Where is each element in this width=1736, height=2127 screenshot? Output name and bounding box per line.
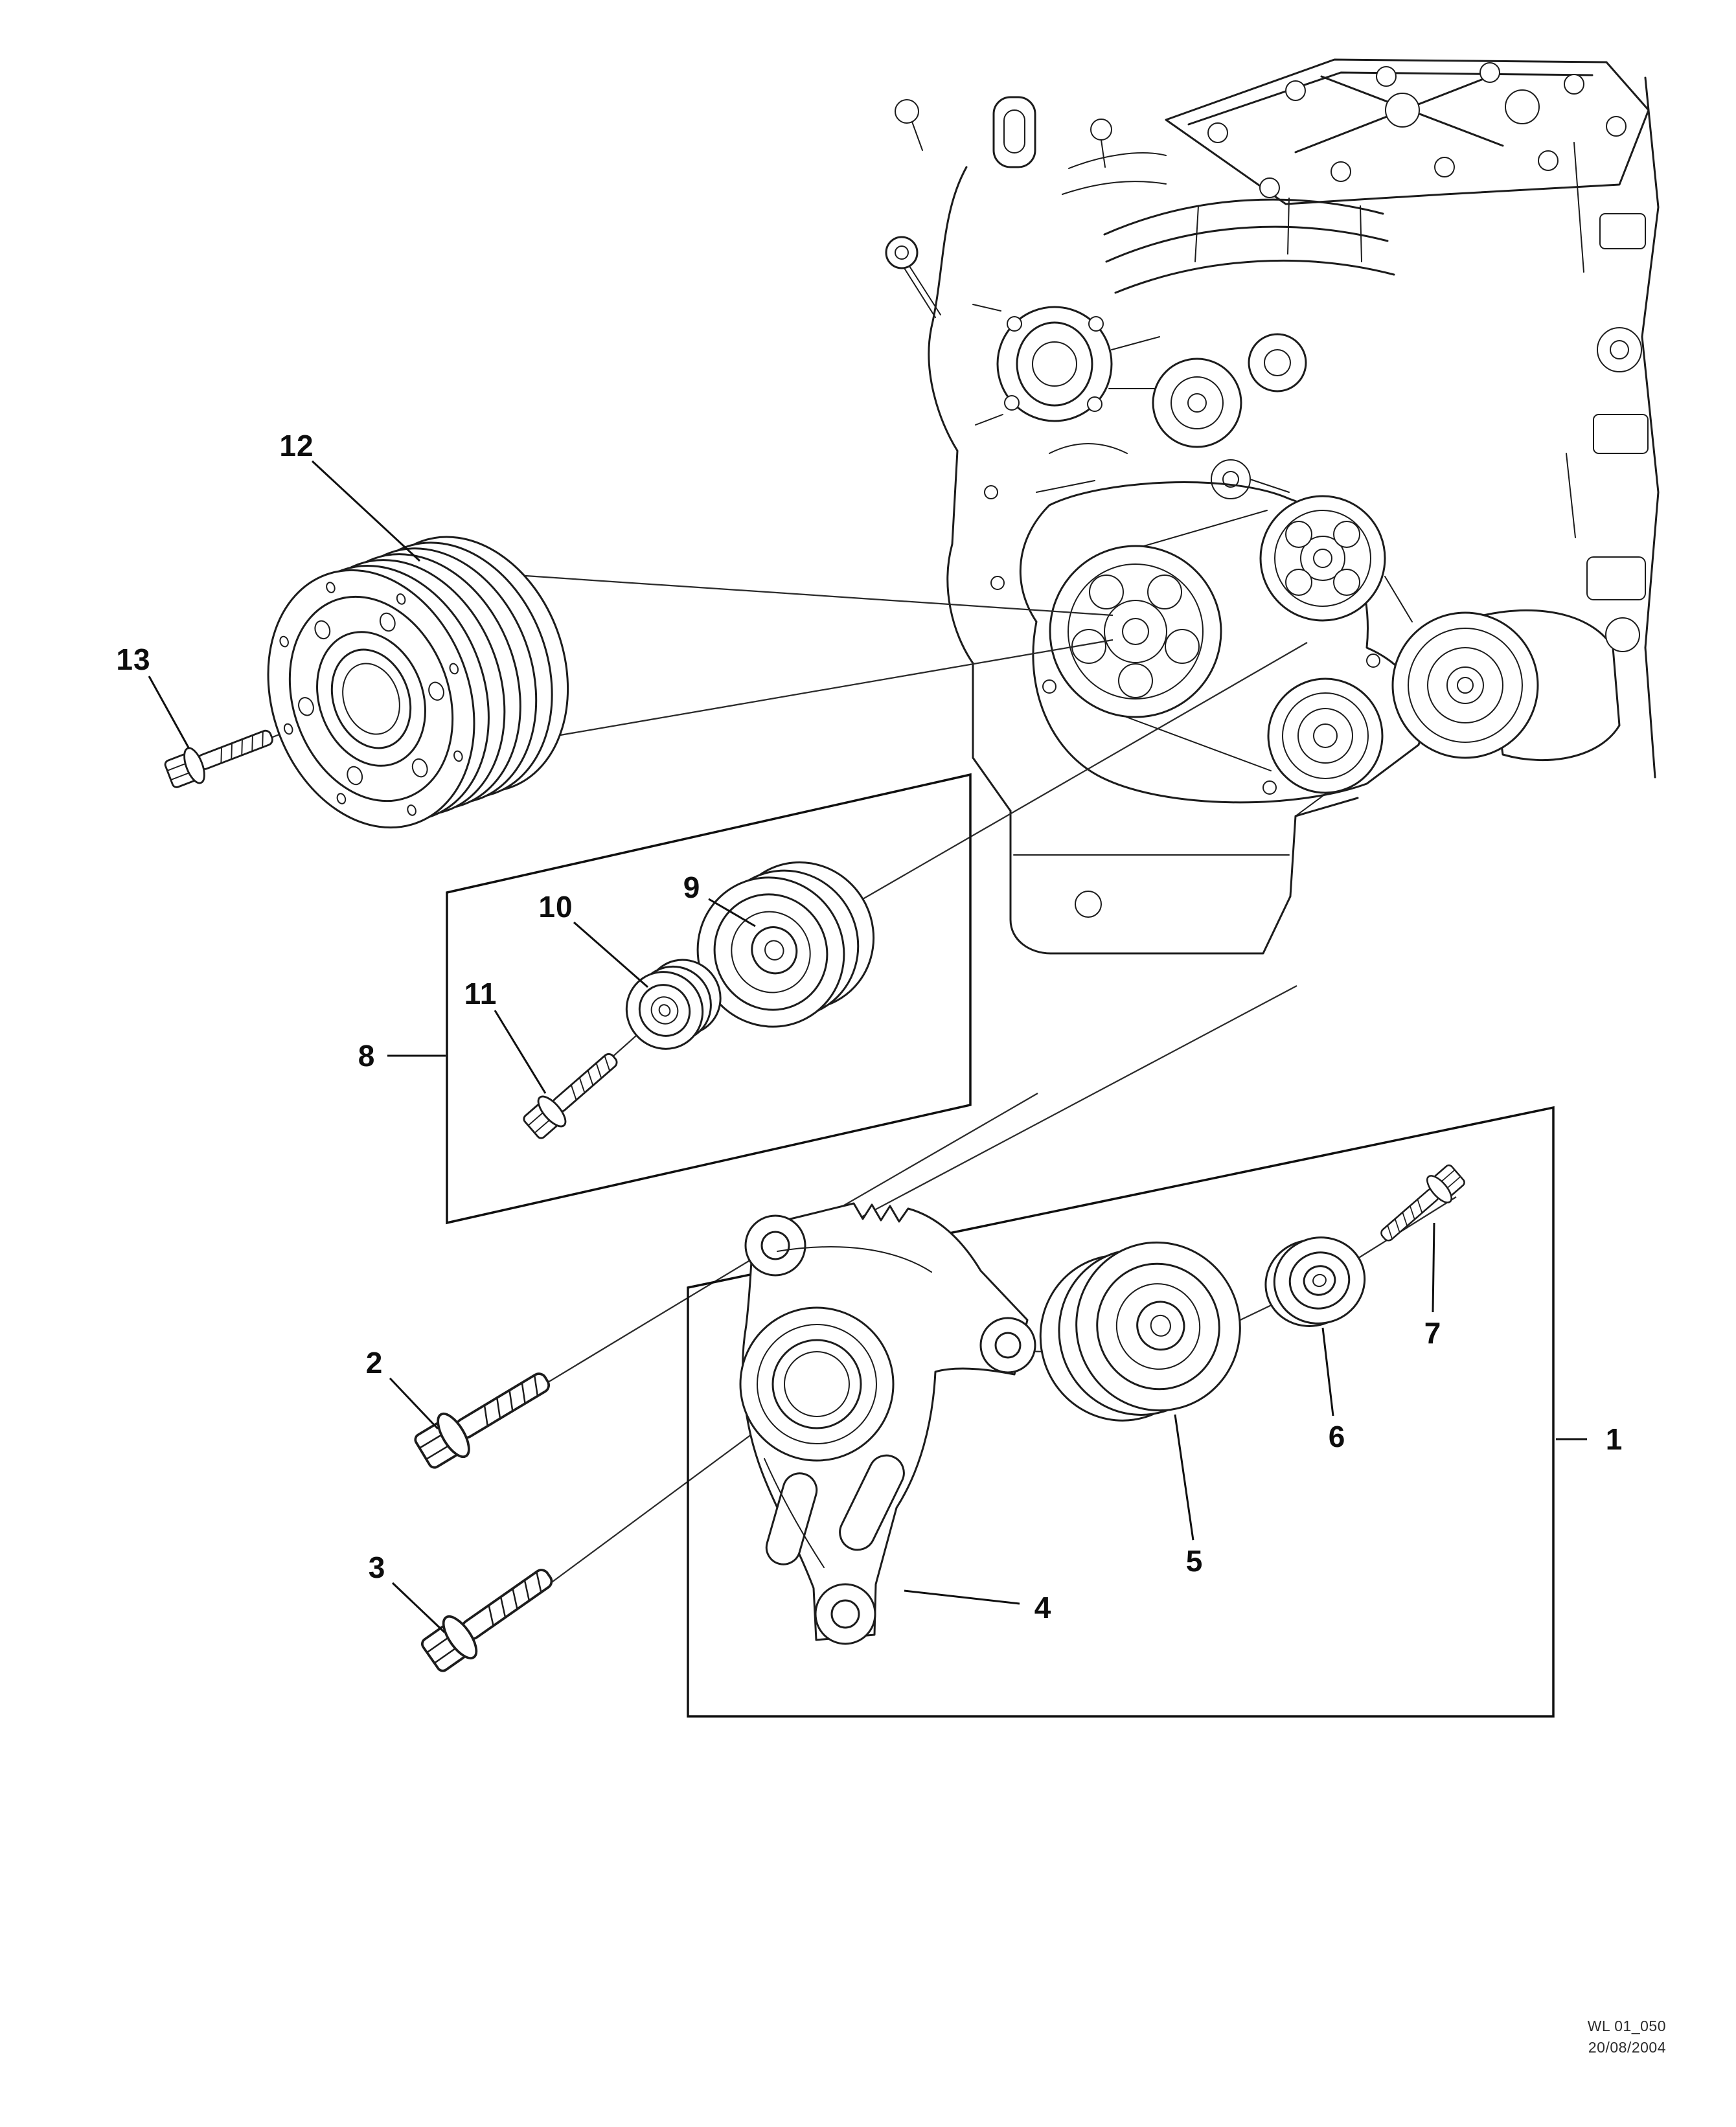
flange-bolt-3 bbox=[415, 1554, 564, 1679]
drawing-reference: WL 01_050 20/08/2004 bbox=[1552, 2016, 1666, 2059]
leader-line-4 bbox=[904, 1589, 1020, 1605]
leader-line-5 bbox=[1174, 1414, 1194, 1541]
tensioner-bracket-4 bbox=[739, 1202, 1036, 1645]
tensioner-group-box bbox=[687, 1106, 1555, 1718]
idler-group-box bbox=[446, 773, 972, 1225]
flange-bolt-11 bbox=[518, 1042, 628, 1144]
drawing-date: 20/08/2004 bbox=[1588, 2039, 1666, 2056]
flange-bolt-7 bbox=[1372, 1159, 1470, 1251]
leader-line-6 bbox=[1321, 1327, 1334, 1416]
leader-line-13 bbox=[148, 676, 190, 749]
dust-shield-6 bbox=[1264, 1236, 1366, 1327]
leader-line-2 bbox=[389, 1377, 439, 1430]
engine-illustration bbox=[885, 58, 1660, 955]
leader-line-3 bbox=[391, 1582, 446, 1633]
leader-line-7 bbox=[1432, 1222, 1435, 1313]
leader-line-12 bbox=[311, 460, 421, 562]
tensioner-pulley-5 bbox=[1039, 1241, 1241, 1422]
leader-line-11 bbox=[494, 1010, 547, 1094]
callout-leader-lines bbox=[148, 460, 1587, 1633]
leader-line-10 bbox=[573, 921, 648, 988]
flange-bolt-2 bbox=[409, 1357, 560, 1476]
ribbed-pulley-12 bbox=[267, 536, 569, 829]
drawing-number: WL 01_050 bbox=[1587, 2018, 1666, 2034]
leader-line-9 bbox=[708, 898, 756, 927]
pulley-spacer-10 bbox=[625, 959, 722, 1050]
idler-pulley-9 bbox=[696, 861, 875, 1028]
